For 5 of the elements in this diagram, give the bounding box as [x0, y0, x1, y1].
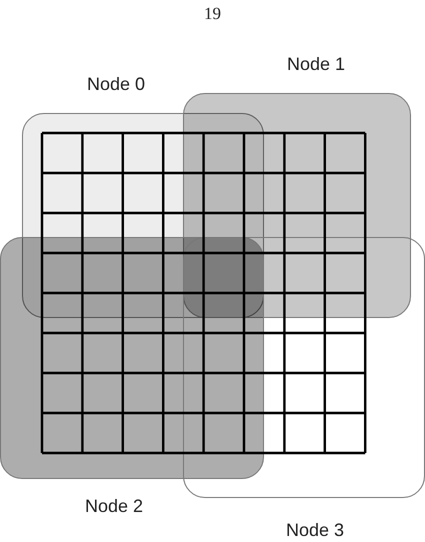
- node-label: Node 0: [87, 74, 146, 95]
- page-number: 19: [203, 4, 222, 24]
- node-label: Node 1: [287, 54, 346, 75]
- node-label: Node 2: [85, 496, 144, 517]
- node-label: Node 3: [286, 520, 344, 541]
